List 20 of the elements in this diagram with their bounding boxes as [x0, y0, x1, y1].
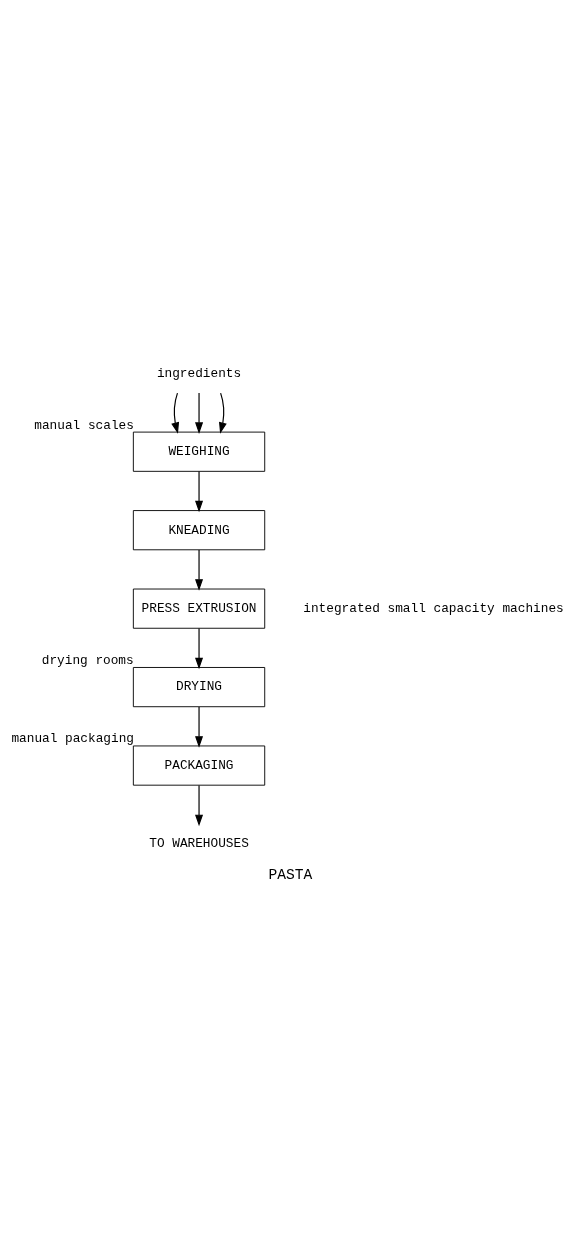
- label: integrated small capacity machines: [303, 601, 564, 617]
- arrow: [171, 392, 180, 434]
- node-box: DRYING: [132, 667, 266, 708]
- node-box: KNEADING: [132, 510, 266, 551]
- node-label: drying rooms: [41, 653, 134, 669]
- arrow: [195, 549, 204, 591]
- arrow: [195, 706, 204, 748]
- node-text: TO WAREHOUSES: [149, 836, 249, 852]
- node-text: ingredients: [156, 365, 242, 381]
- caption: PASTA: [268, 866, 313, 883]
- node-label: manual scales: [34, 417, 134, 433]
- node-box: PACKAGING: [132, 745, 266, 786]
- arrow: [219, 392, 227, 434]
- arrow: [195, 784, 204, 827]
- arrow: [195, 392, 204, 434]
- arrow: [195, 470, 204, 513]
- node-box: PRESS EXTRUSION: [132, 588, 266, 629]
- node-label: manual packaging: [11, 731, 134, 747]
- node-box: WEIGHING: [132, 431, 266, 472]
- arrow: [195, 627, 204, 670]
